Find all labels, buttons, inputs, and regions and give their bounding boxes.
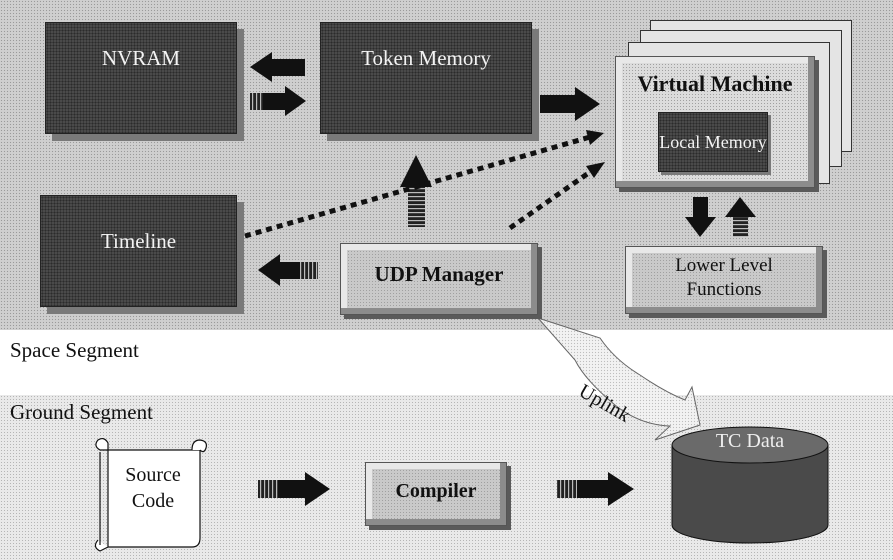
arrow-nvram-to-token — [250, 86, 306, 116]
compiler-label: Compiler — [395, 479, 477, 502]
arrow-token-to-vm — [540, 87, 600, 121]
timeline-box: Timeline — [40, 195, 237, 307]
udp-manager-box: UDP Manager — [340, 243, 538, 315]
arrow-vm-to-lower — [685, 197, 716, 237]
source-code-label: Source Code — [125, 464, 181, 512]
dotted-timeline-to-vm — [244, 130, 604, 239]
timeline-label: Timeline — [100, 228, 177, 253]
space-segment-label: Space Segment — [10, 338, 139, 362]
compiler-box: Compiler — [365, 462, 507, 526]
tc-data-cylinder-shape — [671, 426, 829, 544]
arrow-udp-to-timeline — [258, 254, 318, 286]
nvram-box: NVRAM — [45, 22, 237, 134]
source-code-scroll-shape — [94, 437, 207, 552]
arrow-udp-to-token — [400, 155, 432, 227]
token-memory-box: Token Memory — [320, 22, 532, 134]
arrow-lower-to-vm — [725, 197, 756, 237]
arrow-token-to-nvram — [250, 52, 305, 82]
local-memory-label: Local Memory — [659, 131, 767, 152]
nvram-label: NVRAM — [101, 45, 181, 70]
arrow-compiler-to-tcdata — [557, 472, 634, 506]
dotted-udp-to-vm — [508, 162, 605, 231]
ground-segment-label: Ground Segment — [10, 400, 153, 424]
virtual-machine-label: Virtual Machine — [637, 71, 793, 96]
tc-data-label: TC Data — [715, 430, 785, 452]
udp-manager-label: UDP Manager — [374, 261, 504, 286]
token-memory-label: Token Memory — [361, 45, 491, 70]
uplink-arrow — [536, 316, 701, 441]
lower-level-functions-label: Lower Level Functions — [675, 255, 773, 300]
local-memory-box: Local Memory — [658, 112, 768, 172]
arrow-source-to-compiler — [258, 472, 330, 506]
lower-level-functions-box: Lower Level Functions — [625, 246, 823, 314]
